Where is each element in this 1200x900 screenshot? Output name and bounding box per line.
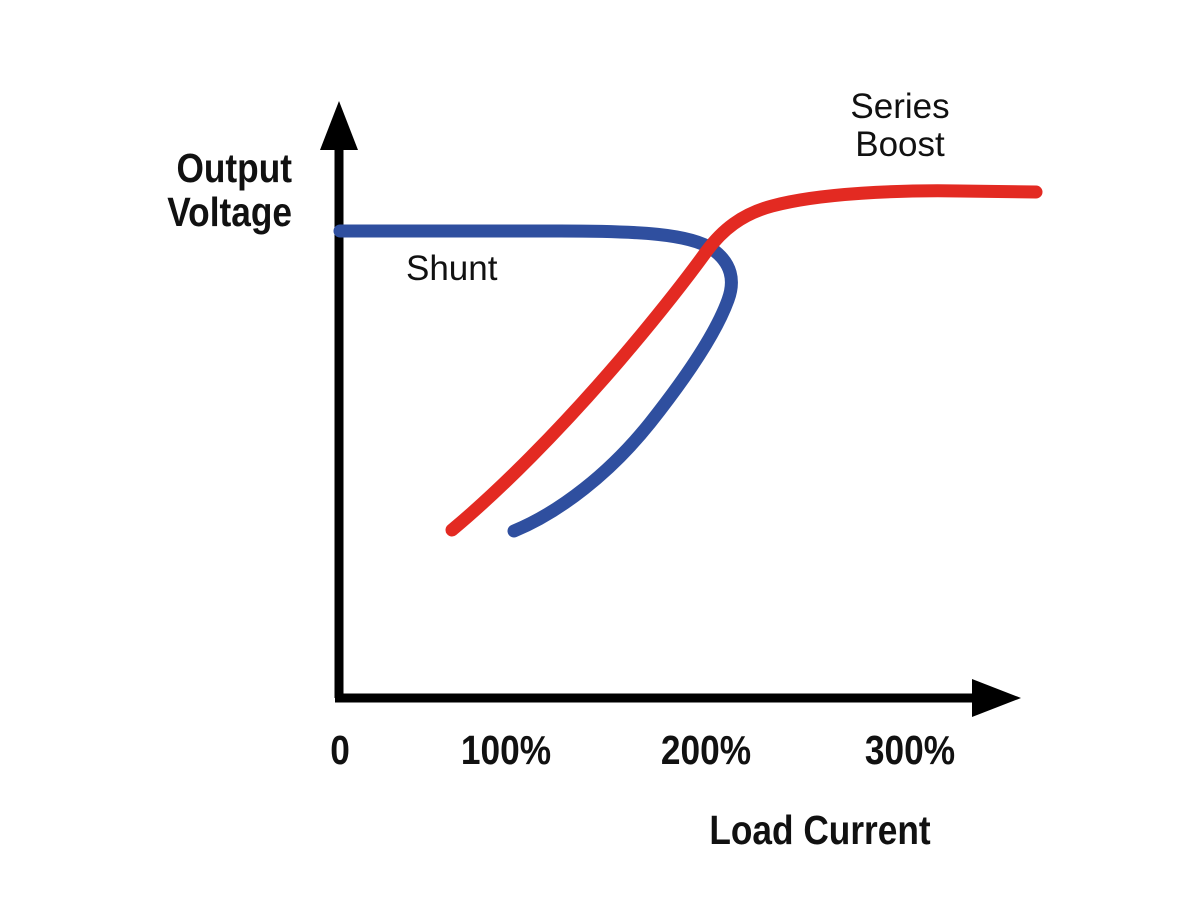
series-line-shunt <box>333 224 738 538</box>
x-tick-label-200: 200% <box>660 727 752 773</box>
series-label-series-boost: Series Boost <box>850 87 950 164</box>
x-tick-label-100: 100% <box>460 727 552 773</box>
x-tick-label-0: 0 <box>330 727 350 773</box>
y-axis <box>320 101 358 698</box>
series-label-shunt: Shunt <box>406 249 498 288</box>
x-tick-label-300: 300% <box>864 727 956 773</box>
x-axis-title: Load Current <box>709 807 931 853</box>
x-axis <box>335 679 1021 717</box>
y-axis-title: Output Voltage <box>167 145 292 236</box>
series-line-series-boost <box>445 184 1043 537</box>
